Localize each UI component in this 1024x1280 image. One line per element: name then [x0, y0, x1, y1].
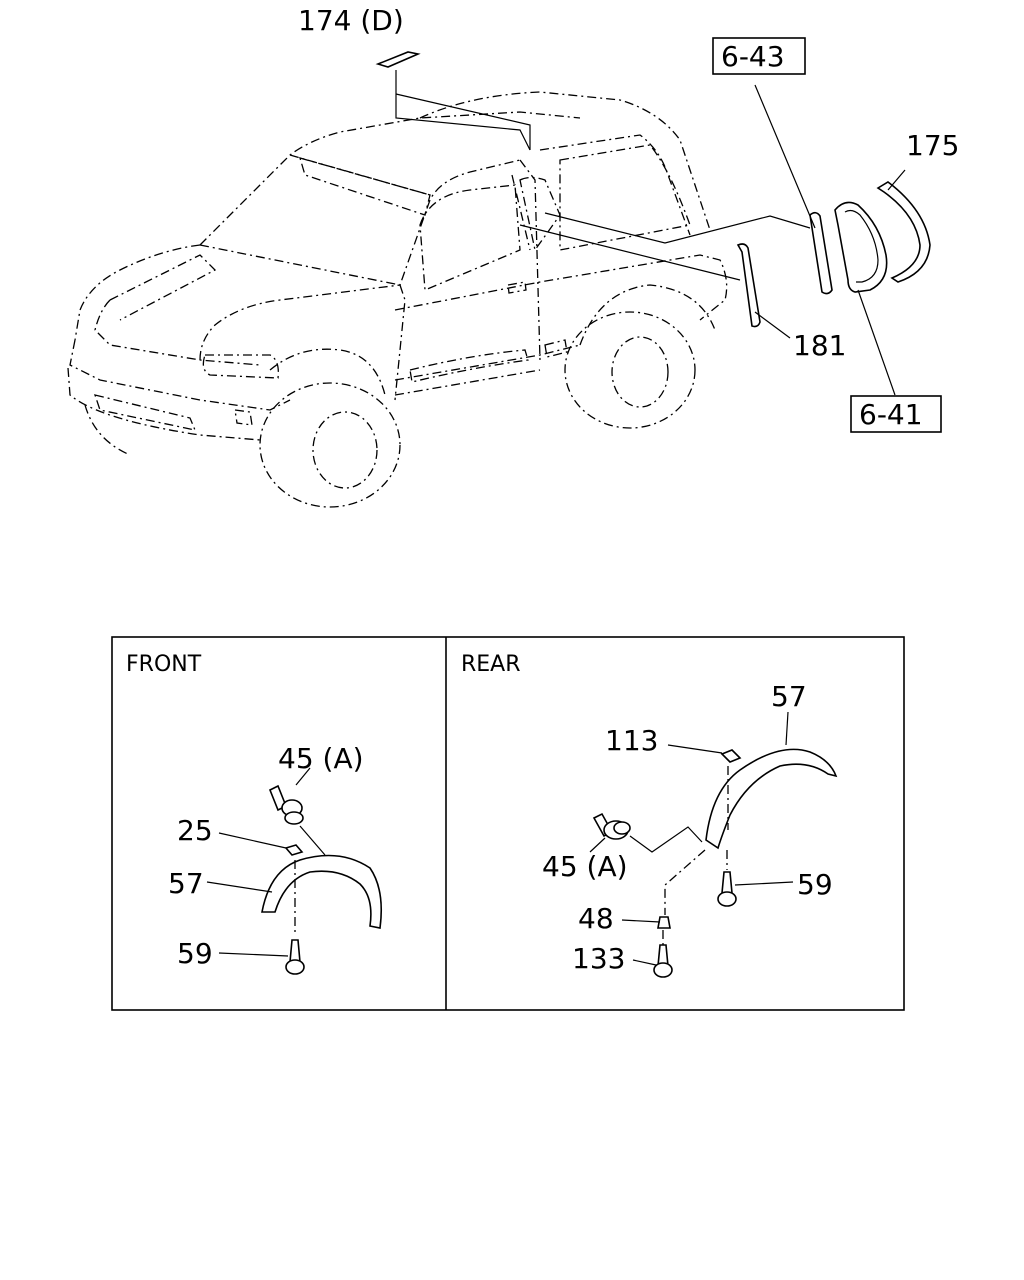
rear-panel: REAR 57	[461, 652, 838, 978]
rear-label-59: 59	[797, 868, 833, 901]
rear-bolt	[653, 944, 673, 978]
front-fender-flare	[261, 854, 383, 929]
ref-6-43[interactable]: 6-43	[721, 40, 785, 73]
ref-box-6-43[interactable]	[712, 37, 806, 75]
rear-nut	[720, 749, 742, 763]
rear-panel-title: REAR	[461, 652, 521, 677]
label-181: 181	[793, 329, 846, 362]
roof-rail-part	[375, 51, 531, 151]
detail-frame	[111, 636, 905, 1011]
rear-label-45a: 45 (A)	[542, 850, 628, 883]
ref-box-6-41[interactable]	[850, 395, 942, 433]
rear-label-57: 57	[771, 680, 807, 713]
rear-grommet	[657, 916, 671, 929]
label-175: 175	[906, 129, 959, 162]
front-panel-title: FRONT	[126, 652, 202, 677]
rear-fender-flare	[705, 748, 838, 850]
rear-label-48: 48	[578, 902, 614, 935]
rear-clip	[592, 812, 631, 840]
front-screw	[285, 939, 305, 975]
front-panel: FRONT 45 (A) 25 57 59	[126, 652, 383, 975]
rear-label-133: 133	[572, 942, 625, 975]
front-clip	[268, 784, 304, 825]
front-label-57: 57	[168, 867, 204, 900]
label-174: 174 (D)	[298, 4, 404, 37]
rear-trim-parts	[519, 84, 931, 396]
ref-6-41[interactable]: 6-41	[859, 398, 923, 431]
front-label-25: 25	[177, 814, 213, 847]
front-nut	[284, 844, 304, 856]
vehicle-illustration	[67, 91, 728, 508]
rear-screw	[717, 871, 737, 907]
front-label-59: 59	[177, 937, 213, 970]
front-label-45a: 45 (A)	[278, 742, 364, 775]
rear-label-113: 113	[605, 724, 658, 757]
